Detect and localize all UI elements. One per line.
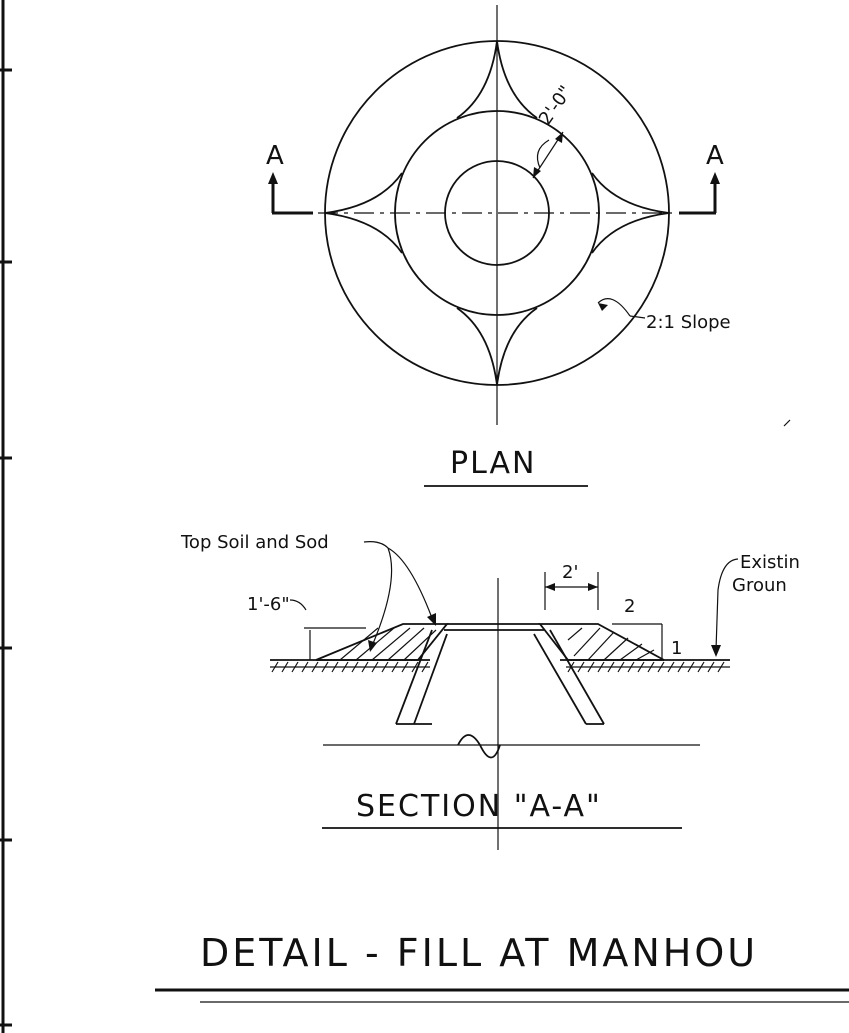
plan-dimension-label: 2'-0": [535, 82, 577, 129]
existing-ground: [270, 659, 730, 673]
slope-ratio: 2 1: [612, 596, 682, 660]
depth-dimension-label: 1'-6": [247, 594, 290, 615]
existing-ground-note: Existin Groun: [711, 552, 800, 657]
fill-mound: [315, 623, 665, 661]
svg-text:A: A: [266, 141, 284, 171]
plan-slope-leader: 2:1 Slope: [597, 298, 731, 333]
sheet-border: [0, 0, 12, 1033]
width-dimension-label: 2': [562, 562, 578, 583]
slope-rise-label: 1: [671, 638, 682, 659]
section-view: Top Soil and Sod 1'-6": [180, 532, 800, 850]
plan-cusp-flares: [324, 40, 670, 386]
section-marker-right: A: [679, 141, 724, 215]
svg-text:Groun: Groun: [732, 575, 787, 596]
section-title: SECTION "A-A": [356, 789, 602, 824]
detail-title-block: DETAIL - FILL AT MANHOU: [155, 931, 849, 1003]
section-marker-left: A: [266, 141, 313, 215]
plan-title: PLAN: [450, 446, 536, 481]
plan-view: 2'-0" 2:1 Slope A A PLAN: [266, 5, 791, 487]
detail-title: DETAIL - FILL AT MANHOU: [200, 931, 758, 975]
fill-hatching: [339, 627, 655, 661]
manhole-walls: [395, 629, 605, 725]
svg-text:Existin: Existin: [740, 552, 800, 573]
topsoil-note: Top Soil and Sod: [180, 532, 329, 553]
slope-run-label: 2: [624, 596, 635, 617]
width-dimension: 2': [544, 562, 599, 610]
plan-slope-note: 2:1 Slope: [646, 312, 731, 333]
svg-text:A: A: [706, 141, 724, 171]
